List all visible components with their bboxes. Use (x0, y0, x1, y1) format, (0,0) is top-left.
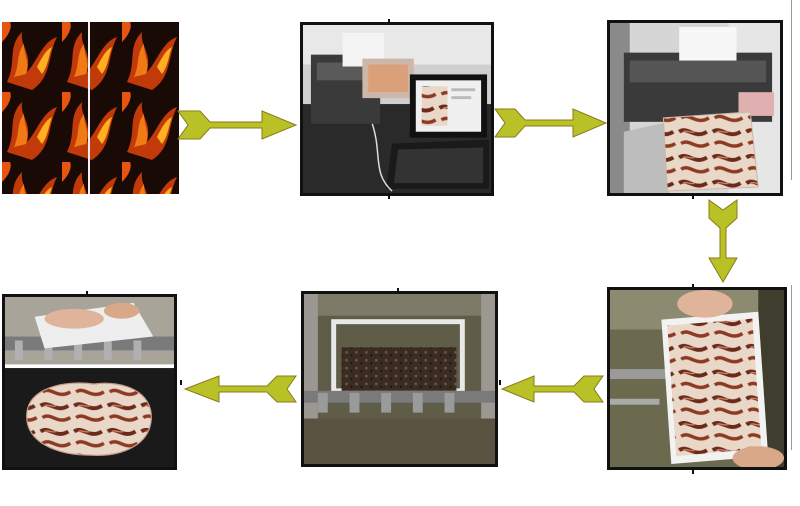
tick-mark (692, 469, 694, 474)
tick-mark (388, 19, 390, 24)
step-3-printer-printing-photo (607, 20, 783, 196)
step-5-film-floating-photo (301, 291, 498, 467)
step-4-film-in-water-photo (607, 287, 787, 470)
step-6-dipping-finished-part-photo (2, 294, 177, 470)
arrow-left-2 (183, 373, 298, 405)
tick-mark (388, 194, 390, 199)
step-1-flame-film-photo (2, 22, 179, 194)
arrow-down-1 (706, 198, 740, 284)
tick-mark (86, 291, 88, 296)
step-2-printer-laptop-photo (300, 22, 494, 196)
panel-3-edge-line (791, 0, 792, 180)
tick-mark (692, 284, 694, 289)
arrow-left-1 (500, 373, 605, 405)
tick-mark (499, 380, 501, 385)
tick-mark (397, 288, 399, 293)
arrow-right-1 (176, 108, 298, 142)
tick-mark (180, 380, 182, 385)
tick-mark (692, 194, 694, 199)
panel-4-edge-line (791, 285, 792, 450)
arrow-right-2 (493, 106, 608, 140)
